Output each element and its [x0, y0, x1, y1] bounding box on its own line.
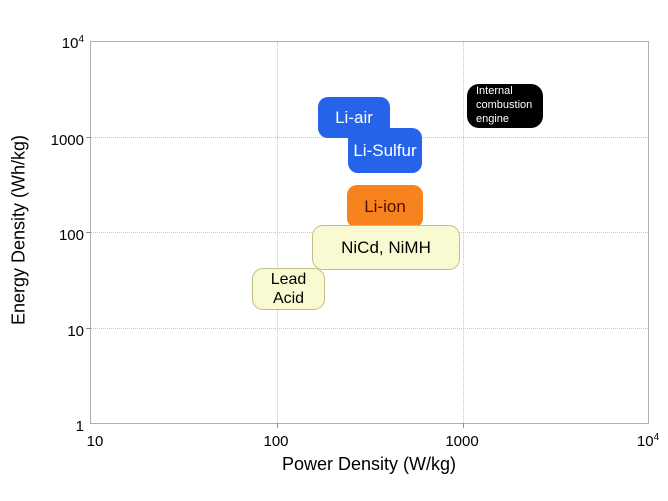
- region-li-sulfur-label: Li-Sulfur: [353, 140, 417, 160]
- xtick-mark-1000: [463, 423, 464, 428]
- ytick-label-100: 100: [58, 227, 84, 244]
- region-nicd-nimh-label: NiCd, NiMH: [341, 237, 431, 257]
- xtick-label-1000: 1000: [445, 433, 479, 450]
- region-lead-acid-label: Lead Acid: [270, 270, 307, 307]
- region-nicd-nimh: NiCd, NiMH: [312, 225, 460, 270]
- xtick-label-10e4: 104: [636, 432, 660, 450]
- region-li-air-label: Li-air: [335, 107, 373, 127]
- ytick-mark-1000: [86, 137, 91, 138]
- ytick-label-10e4: 104: [61, 34, 84, 52]
- ytick-label-10: 10: [67, 323, 84, 340]
- region-lead-acid: Lead Acid: [252, 268, 325, 310]
- ytick-mark-100: [86, 232, 91, 233]
- xtick-mark-100: [277, 423, 278, 428]
- ytick-label-1000: 1000: [50, 132, 84, 149]
- y-axis-title: Energy Density (Wh/kg): [8, 134, 29, 326]
- region-li-ion: Li-ion: [347, 185, 423, 228]
- region-li-ion-label: Li-ion: [364, 196, 406, 216]
- gridline-y-10: [91, 328, 648, 329]
- region-internal-combustion-engine-label: Internal combustion engine: [476, 85, 533, 125]
- ytick-label-1: 1: [75, 418, 84, 435]
- region-li-sulfur: Li-Sulfur: [348, 128, 422, 173]
- xtick-label-100: 100: [263, 433, 289, 450]
- region-internal-combustion-engine: Internal combustion engine: [467, 84, 543, 128]
- ytick-mark-10: [86, 328, 91, 329]
- xtick-label-10: 10: [86, 433, 104, 450]
- x-axis-title: Power Density (W/kg): [281, 454, 457, 474]
